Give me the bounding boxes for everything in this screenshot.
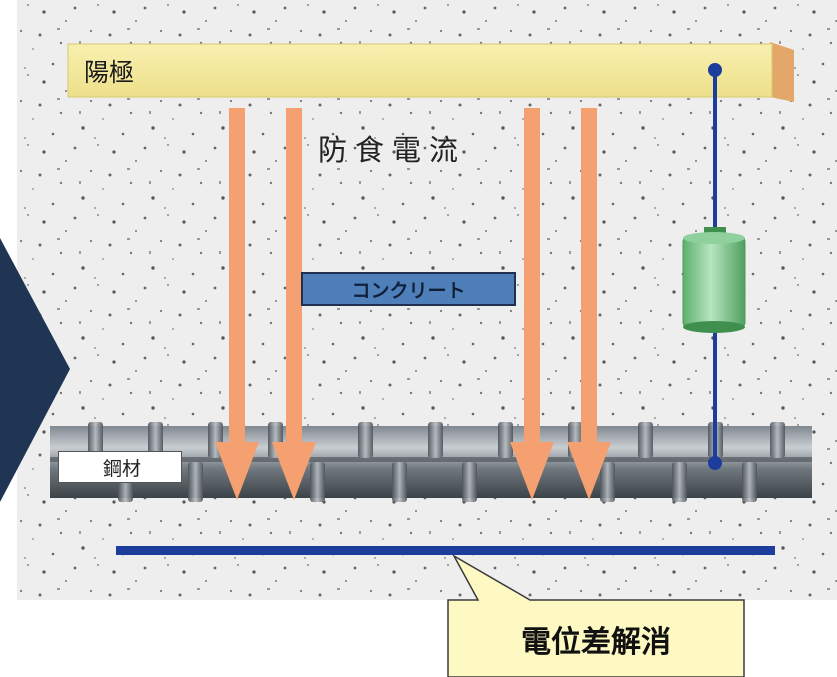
current-arrow-1 (215, 108, 259, 500)
wire-node-top (708, 63, 722, 77)
protection-current-label: 防食電流 (318, 133, 467, 167)
current-arrows (215, 108, 611, 500)
wire-node-bottom (708, 456, 722, 470)
callout-text: 電位差解消 (521, 624, 671, 660)
steel-label: 鋼材 (58, 451, 182, 483)
current-arrow-3 (510, 108, 554, 500)
potential-line (116, 546, 775, 555)
anode-bar (67, 42, 794, 102)
current-arrow-2 (272, 108, 316, 500)
anode-label: 陽極 (84, 58, 135, 87)
current-arrow-4 (567, 108, 611, 500)
rectifier-cylinder (682, 227, 746, 333)
power-circuit (682, 63, 746, 470)
callout-bubble (447, 554, 745, 677)
concrete-label: コンクリート (301, 272, 516, 306)
side-arrow (0, 238, 70, 502)
